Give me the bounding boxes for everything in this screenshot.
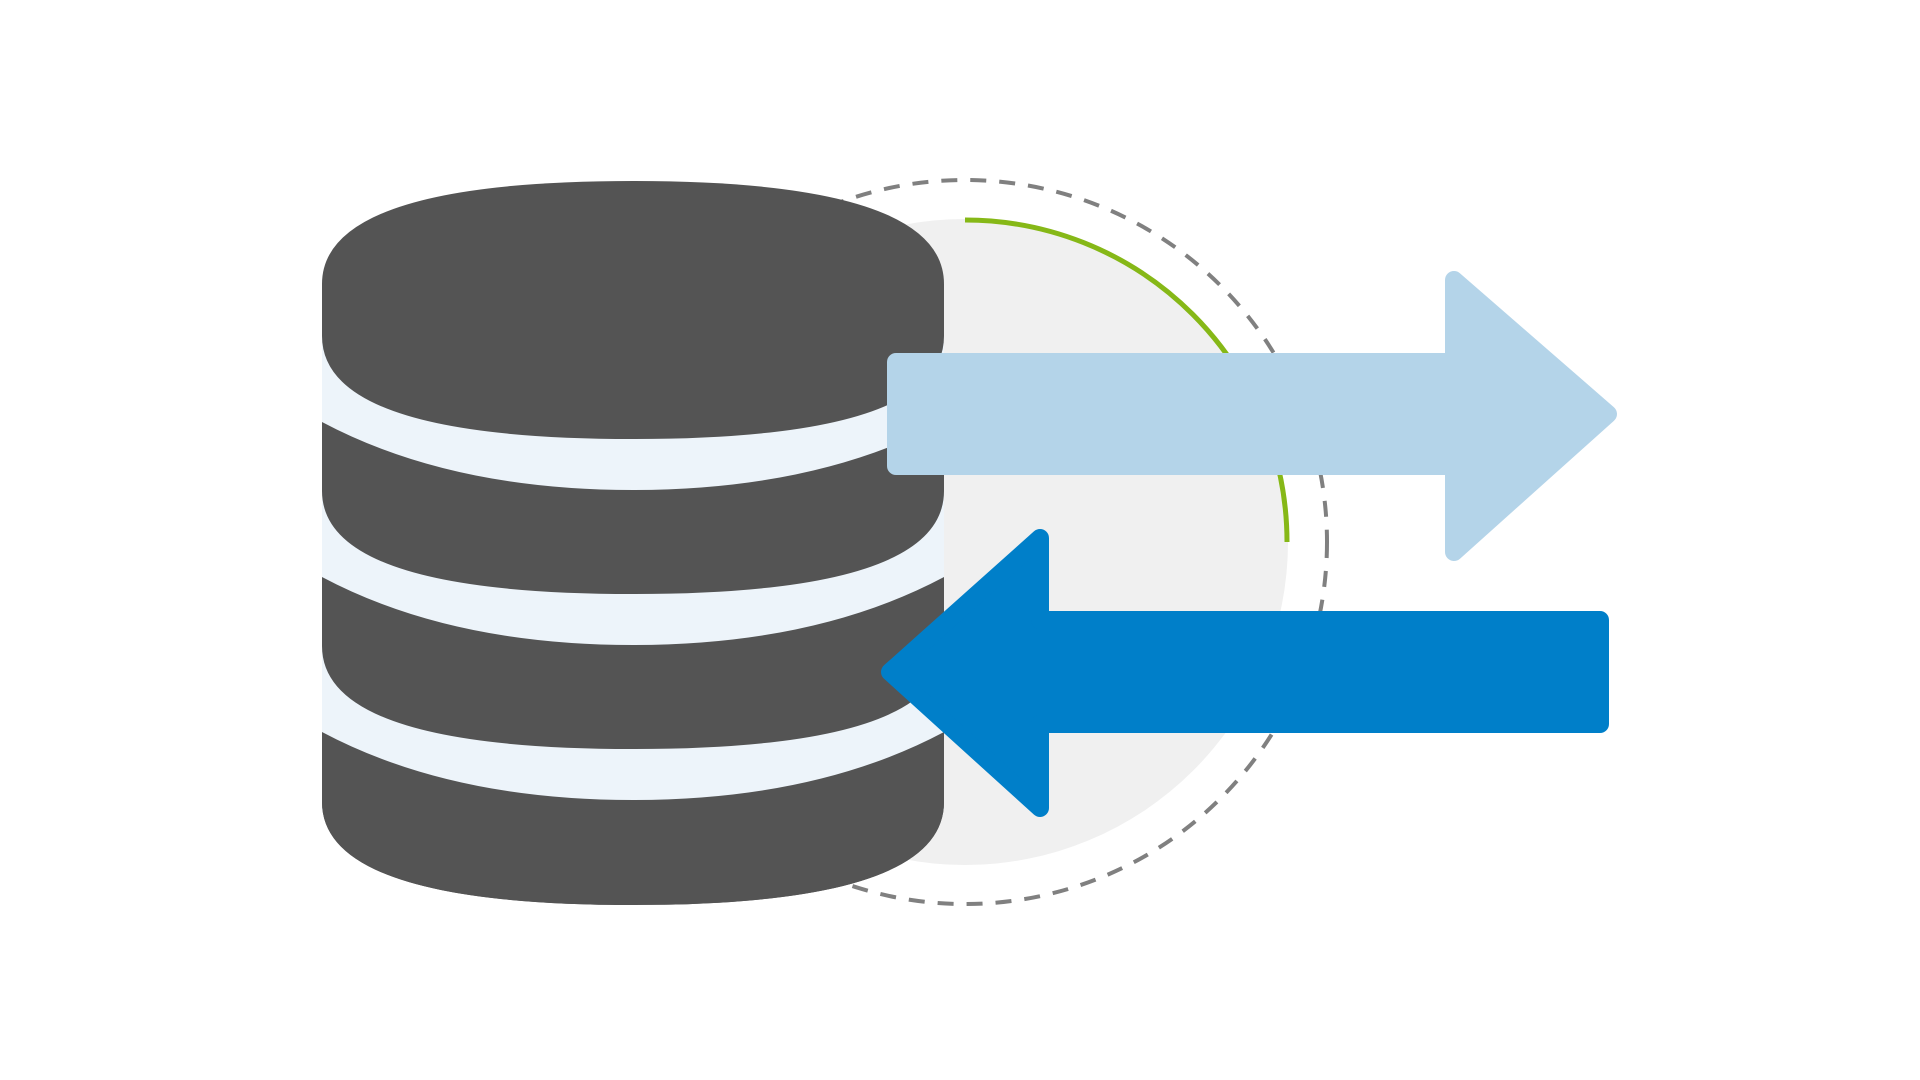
database-disk-top: [322, 181, 944, 439]
arrow-right-icon: [887, 271, 1617, 561]
database-disk-bottom-body: [322, 732, 944, 905]
database-icon: [322, 181, 944, 905]
arrow-left-icon: [881, 529, 1609, 817]
database-disk-2: [322, 422, 944, 594]
database-disk-3: [322, 577, 944, 749]
